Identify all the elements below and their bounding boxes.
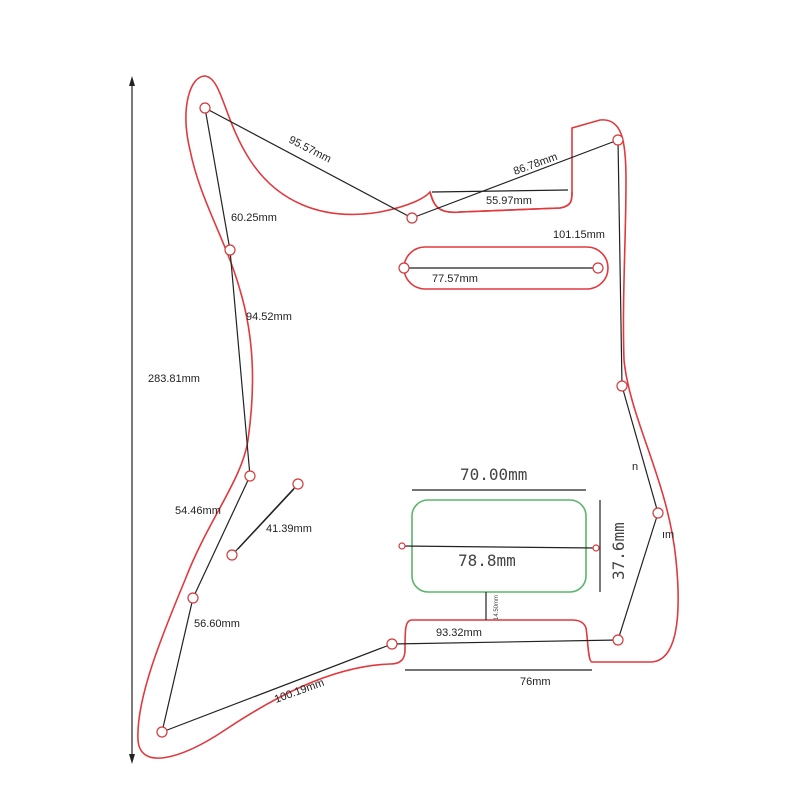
left-bottom-label: 56.60mm (194, 618, 240, 630)
humbucker-width-label: 70.00mm (460, 465, 527, 484)
neck-pickup-holes-label: 77.57mm (432, 273, 478, 285)
horn-slot-label: 55.97mm (486, 195, 532, 207)
top-left-diag-label: 95.57mm (287, 134, 333, 166)
left-mid-label: 94.52mm (246, 311, 292, 323)
horn-slot-outline (429, 191, 573, 214)
dimension-lines (161, 107, 659, 733)
humbucker-height-label: 37.6mm (609, 522, 628, 580)
pickguard-outline (137, 75, 679, 759)
cropped-label-2: ım (662, 529, 674, 541)
bottom-diag-label: 100.19mm (273, 677, 326, 706)
overall-height-dimension (129, 76, 135, 764)
mounting-holes (156, 102, 664, 738)
left-lower-label: 54.46mm (175, 505, 221, 517)
humbucker-gap-label: 14.50mm (494, 595, 500, 620)
neck-pickup-outer-label: 101.15mm (553, 229, 605, 241)
top-right-diag-label: 86.78mm (512, 151, 559, 178)
switch-slot-label: 41.39mm (266, 523, 312, 535)
bridge-slot-base-label: 76mm (520, 676, 551, 688)
cropped-label-1: n (632, 461, 638, 473)
left-upper-label: 60.25mm (231, 212, 277, 224)
humbucker-holes-label: 78.8mm (458, 551, 516, 570)
overall-height-label: 283.81mm (148, 373, 200, 385)
bridge-slot-label: 93.32mm (436, 627, 482, 639)
